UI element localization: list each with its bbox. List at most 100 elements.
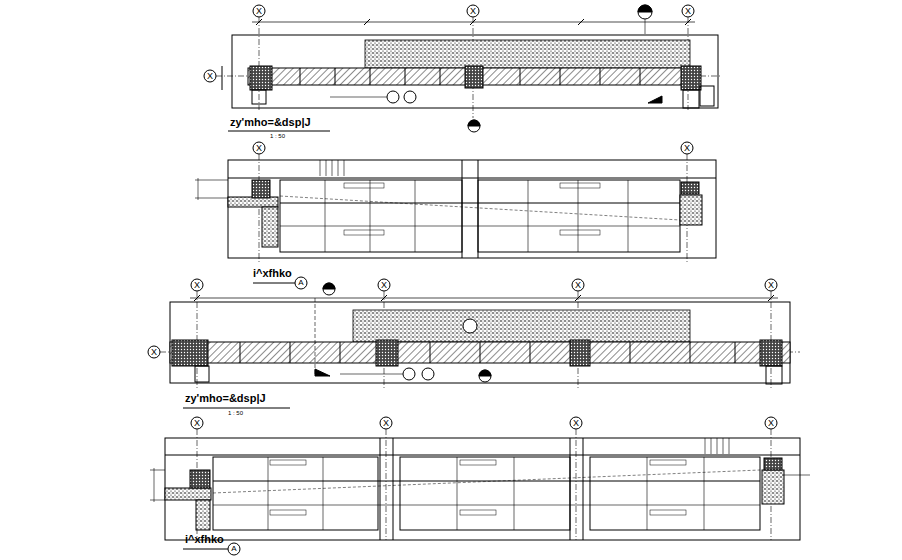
glazing-frame (213, 457, 378, 530)
column-section (190, 470, 210, 488)
grid-bubble-label: X (207, 72, 213, 81)
plan-outline (170, 302, 790, 383)
section-marker (638, 5, 652, 12)
section-marker (479, 370, 491, 376)
title-rule (253, 283, 295, 284)
wall-joint (370, 68, 371, 85)
beam-line (165, 455, 800, 456)
dimension-line (198, 178, 199, 200)
panel-tag (344, 230, 384, 235)
grid-bubble-label: X (575, 281, 581, 290)
dimension-line (150, 470, 165, 471)
grid-bubble-label: X (685, 7, 691, 16)
transom (213, 481, 760, 482)
wall-joint (520, 68, 521, 85)
dimension-tick (768, 295, 774, 301)
section-arrow (315, 369, 330, 376)
wall-joint (240, 342, 241, 363)
panel-tag (460, 510, 496, 515)
section-marker (479, 370, 491, 382)
section-marker (323, 283, 335, 289)
dimension-line (154, 468, 155, 502)
mullion (457, 457, 458, 530)
grid-bubble (765, 279, 777, 291)
wall-joint (340, 342, 341, 363)
column-line (462, 160, 463, 258)
column (465, 66, 483, 88)
callout-bubble (422, 368, 434, 380)
wall-section (196, 500, 210, 530)
column-base (766, 366, 782, 384)
roof-detail (705, 438, 729, 454)
grid-bubble (380, 417, 392, 429)
section-outline (165, 438, 800, 540)
wall-joint (440, 68, 441, 85)
wall-joint (630, 342, 631, 363)
wall-section (262, 207, 278, 247)
title-rule (183, 408, 290, 409)
section-arrow (648, 96, 662, 103)
panel-tag (270, 460, 306, 465)
panel-tag (560, 183, 600, 188)
dimension-tick (575, 295, 581, 301)
grid-bubble (570, 417, 582, 429)
column (376, 340, 398, 366)
beam-line (228, 178, 716, 179)
grid-bubble-label: X (768, 419, 774, 428)
section-marker (323, 283, 335, 295)
wall-joint (560, 68, 561, 85)
grid-bubble-label: X (194, 281, 200, 290)
grid-bubble (253, 142, 265, 154)
mullion (704, 457, 705, 530)
mullion (268, 457, 269, 530)
section-marker (638, 5, 652, 19)
wall-joint (480, 342, 481, 363)
grid-bubble-label: X (768, 281, 774, 290)
callout-bubble (403, 368, 415, 380)
mullion (628, 180, 629, 252)
grid-bubble (467, 5, 479, 17)
mullion (325, 180, 326, 252)
column-line (380, 438, 381, 540)
glazing-frame (478, 180, 680, 252)
drawing-title: zy'mho=&dsp|J (185, 393, 266, 404)
column-line (393, 438, 394, 540)
column-section (681, 182, 699, 194)
panel-tag (650, 460, 686, 465)
grid-bubble-label: X (381, 281, 387, 290)
column (172, 340, 208, 366)
callout-bubble (404, 91, 416, 103)
plan-two (160, 283, 800, 388)
section-one (195, 154, 716, 262)
scale-note: 1 : 50 (228, 410, 243, 416)
mullion (528, 180, 529, 252)
mullion (370, 180, 371, 252)
slope-line (280, 196, 680, 220)
grid-line (576, 429, 577, 540)
grid-bubble (681, 142, 693, 154)
grid-bubble (148, 346, 160, 358)
annotation-graphics (148, 5, 777, 555)
roof-detail (320, 160, 344, 176)
wall-joint (405, 68, 406, 85)
panel-tag (650, 510, 686, 515)
grid-bubble (191, 417, 203, 429)
wall-joint (640, 68, 641, 85)
mullion (578, 180, 579, 252)
transom (280, 203, 680, 204)
dimension-line (190, 298, 778, 299)
plan-one (216, 5, 722, 132)
panel-tag (460, 460, 496, 465)
panel-tag (560, 230, 600, 235)
grid-bubble-label: X (383, 419, 389, 428)
wall-joint (735, 342, 736, 363)
grid-bubble (204, 70, 216, 82)
column-base (195, 366, 209, 382)
column-line (478, 160, 479, 258)
column (760, 340, 782, 366)
mullion (323, 457, 324, 530)
grid-bubble (253, 5, 265, 17)
section-bubble (228, 543, 240, 555)
